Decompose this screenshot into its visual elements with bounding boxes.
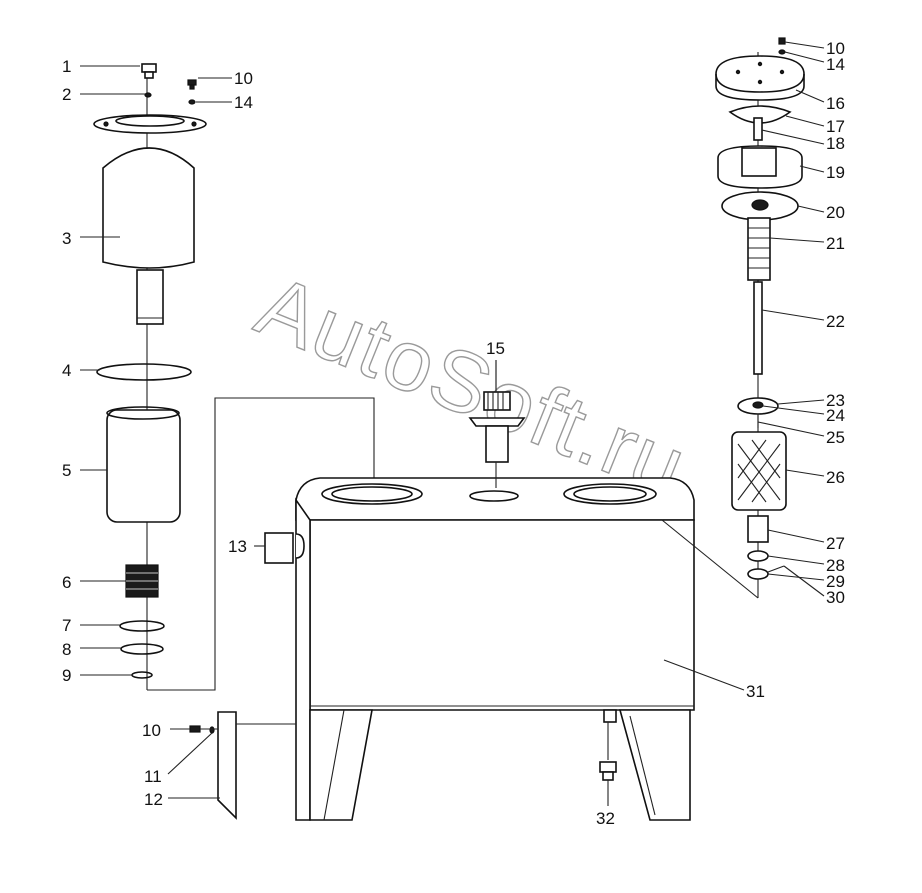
label-28: 28 — [826, 556, 845, 575]
part-14-washer — [188, 99, 196, 105]
part-3-filter-housing — [102, 147, 195, 325]
watermark: AutoSoft.ru — [244, 257, 699, 515]
label-31: 31 — [746, 682, 765, 701]
part-31-tank — [295, 477, 695, 821]
label-27: 27 — [826, 534, 845, 553]
part-21-spring — [747, 217, 771, 281]
part-29-nut — [747, 568, 769, 580]
part-18-pin — [753, 117, 763, 141]
label-23: 23 — [826, 391, 845, 410]
part-10-bolt-lower — [189, 725, 201, 733]
label-7: 7 — [62, 616, 71, 635]
label-17: 17 — [826, 117, 845, 136]
label-14-right: 14 — [826, 55, 845, 74]
part-17-gasket — [728, 105, 792, 124]
label-29: 29 — [826, 572, 845, 591]
label-4: 4 — [62, 361, 71, 380]
part-12-cover-plate — [217, 711, 237, 820]
part-26-mesh-filter — [731, 431, 787, 511]
part-1-bolt — [141, 63, 157, 79]
label-10-right: 10 — [826, 39, 845, 58]
label-16: 16 — [826, 94, 845, 113]
label-9: 9 — [62, 666, 71, 685]
label-19: 19 — [826, 163, 845, 182]
right-filter-assembly — [715, 37, 805, 598]
part-30-cotter — [767, 565, 785, 573]
left-filter-assembly — [93, 63, 207, 690]
part-labels: 1 2 3 4 5 6 7 8 9 10 14 15 13 10 14 16 1… — [62, 39, 845, 828]
part-4-o-ring — [96, 363, 192, 381]
assembly-path-right — [661, 519, 759, 599]
label-11: 11 — [144, 767, 162, 786]
label-5: 5 — [62, 461, 71, 480]
label-14-left: 14 — [234, 93, 253, 112]
part-32-drain-plug — [599, 722, 617, 781]
part-13-sight-plate — [264, 532, 294, 564]
label-1: 1 — [62, 57, 71, 76]
part-28-washer — [747, 550, 769, 562]
label-22: 22 — [826, 312, 845, 331]
part-5-filter-element — [106, 406, 181, 523]
leader-lines — [80, 41, 825, 806]
filter-cover-plate — [93, 114, 207, 134]
label-15: 15 — [486, 339, 505, 358]
part-22-rod — [753, 281, 763, 375]
part-8-ring — [120, 643, 164, 655]
label-21: 21 — [826, 234, 845, 253]
part-24-nut — [752, 401, 764, 409]
part-11-washer — [209, 726, 215, 734]
label-25: 25 — [826, 428, 845, 447]
label-26: 26 — [826, 468, 845, 487]
label-13: 13 — [228, 537, 247, 556]
part-9-ring — [131, 671, 153, 679]
label-30: 30 — [826, 588, 845, 607]
label-8: 8 — [62, 640, 71, 659]
part-27-sleeve — [747, 515, 769, 543]
label-10-left: 10 — [234, 69, 253, 88]
label-20: 20 — [826, 203, 845, 222]
label-12: 12 — [144, 790, 163, 809]
label-6: 6 — [62, 573, 71, 592]
part-19-valve-body — [717, 145, 803, 189]
label-24: 24 — [826, 406, 845, 425]
part-7-ring — [119, 620, 165, 632]
part-10-small-bolt — [187, 79, 197, 90]
label-2: 2 — [62, 85, 71, 104]
assembly-path-left — [147, 397, 375, 691]
label-18: 18 — [826, 134, 845, 153]
part-2-washer — [144, 92, 152, 98]
label-10-lower: 10 — [142, 721, 161, 740]
label-3: 3 — [62, 229, 71, 248]
part-6-spring — [125, 564, 159, 598]
part-16-flange — [715, 55, 805, 101]
label-32: 32 — [596, 809, 615, 828]
